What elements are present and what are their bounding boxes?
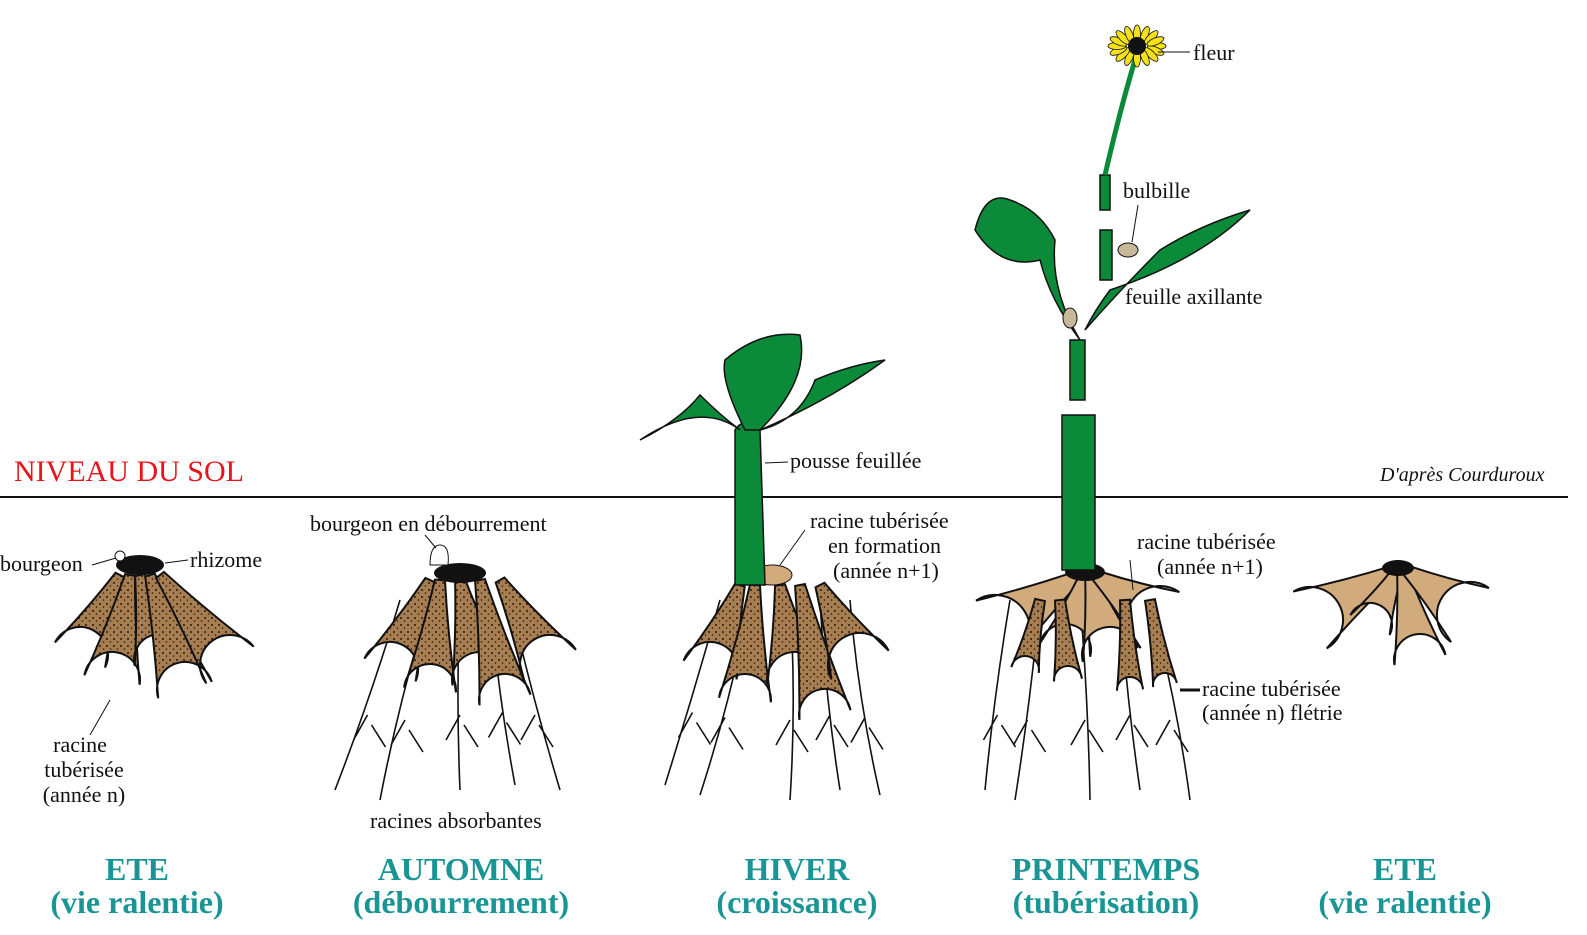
pointer-line <box>92 558 116 565</box>
pointer-line <box>90 700 110 735</box>
flower-stalk <box>1105 60 1135 175</box>
leafy-shoot <box>735 423 765 586</box>
season-phase-debourrement: (débourrement) <box>353 884 569 920</box>
label-racine-new-2: (année n+1) <box>1157 554 1263 579</box>
label-racine-new-1: racine tubérisée <box>1137 529 1276 554</box>
season-title-automne: AUTOMNE <box>378 851 545 887</box>
season-phase-tuberisation: (tubérisation) <box>1013 884 1200 920</box>
label-bourgeon-debourrement: bourgeon en débourrement <box>310 511 547 536</box>
absorbing-root <box>984 600 1016 790</box>
label-racine-formation-1: racine tubérisée <box>810 508 949 533</box>
season-title-ete: ETE <box>105 851 169 887</box>
pointer-line <box>425 535 436 548</box>
credit: D'après Courduroux <box>1379 464 1545 486</box>
label-feuille-axillante: feuille axillante <box>1125 284 1262 309</box>
season-phase-croissance: (croissance) <box>716 884 877 920</box>
bud <box>115 551 125 561</box>
bud-opening <box>430 545 448 565</box>
stem-middle <box>1070 340 1085 400</box>
label-racines-absorbantes: racines absorbantes <box>370 808 542 833</box>
label-racine-old-2: (année n) flétrie <box>1202 700 1342 725</box>
bulbil <box>1118 243 1138 257</box>
label-racine-1: racine <box>53 732 107 757</box>
label-racine-formation-2: en formation <box>828 533 941 558</box>
label-racine-old-1: racine tubérisée <box>1202 676 1341 701</box>
label-racine-formation-3: (année n+1) <box>833 558 939 583</box>
tuber-withered <box>1145 599 1177 687</box>
label-bourgeon: bourgeon <box>0 551 83 576</box>
bulbil <box>1063 308 1077 328</box>
label-rhizome: rhizome <box>190 547 262 572</box>
pointer-line <box>780 530 805 565</box>
label-pousse-feuillee: pousse feuillée <box>790 448 921 473</box>
stem-top <box>1100 175 1110 210</box>
leaf <box>640 395 740 440</box>
season-phase-vie-ralentie: (vie ralentie) <box>50 884 223 920</box>
stem-base <box>1062 415 1095 570</box>
pointer-line <box>165 560 188 563</box>
rhizome <box>1382 560 1414 576</box>
season-title-ete-2: ETE <box>1373 851 1437 887</box>
flower-center <box>1128 37 1146 55</box>
season-phase-vie-ralentie-2: (vie ralentie) <box>1318 884 1491 920</box>
rhizome <box>434 563 486 583</box>
label-racine-2: tubérisée <box>44 757 123 782</box>
label-bulbille: bulbille <box>1123 178 1190 203</box>
pointer-line <box>765 462 788 463</box>
stem-upper <box>1100 230 1112 280</box>
pointer-line <box>1132 205 1138 242</box>
season-title-hiver: HIVER <box>745 851 851 887</box>
ground-level-label: NIVEAU DU SOL <box>14 455 244 488</box>
season-title-printemps: PRINTEMPS <box>1012 851 1200 887</box>
label-fleur: fleur <box>1193 40 1235 65</box>
label-racine-3: (année n) <box>43 782 125 807</box>
